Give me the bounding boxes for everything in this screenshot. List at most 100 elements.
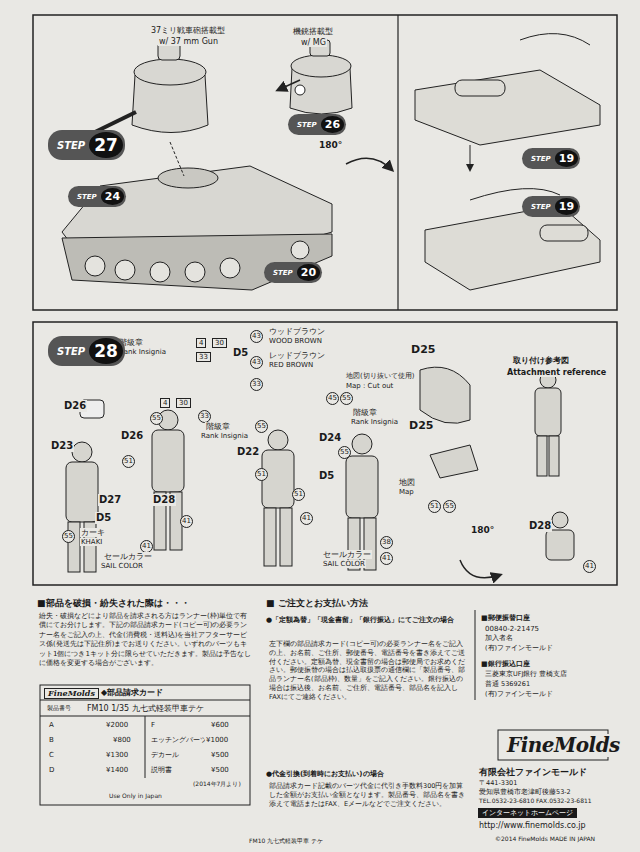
bold-label: D5 — [232, 347, 249, 359]
part-label: Map : Cut out — [345, 382, 394, 390]
part-label: RED BROWN — [268, 361, 314, 369]
step-word: STEP — [273, 269, 293, 277]
step-number: 28 — [89, 338, 123, 364]
step-panel — [33, 15, 617, 310]
part-label: ¥500 — [210, 766, 230, 774]
part-label: Map — [398, 488, 415, 496]
callout-number: 51 — [122, 455, 135, 468]
callout-number: 30 — [212, 338, 227, 348]
bold-label: D22 — [236, 446, 260, 458]
part-label: 階級章 — [205, 422, 231, 431]
callout-number: 33 — [196, 352, 211, 362]
part-label: 37ミリ戦車砲搭載型 — [150, 26, 226, 35]
step-badge: STEP 24 — [68, 186, 126, 207]
step-number: 26 — [321, 116, 344, 133]
callout-number: 41 — [583, 560, 596, 573]
order-card — [40, 685, 250, 805]
note-text: ●「定額為替」「現金書留」「銀行振込」にてご注文の場合 — [265, 616, 472, 625]
part-label: FM10 九七式軽装甲車 テケ — [248, 838, 324, 845]
tank-illustration — [62, 40, 352, 290]
bold-label: ◆部品請求カード — [100, 688, 164, 697]
bold-label: 180° — [470, 525, 495, 535]
step-panel — [33, 322, 617, 585]
callout-number: 41 — [180, 515, 193, 528]
part-label: ¥1000 — [205, 736, 229, 744]
part-label: SAIL COLOR — [100, 562, 144, 570]
callout-number: 33 — [250, 378, 263, 391]
step-word: STEP — [531, 155, 551, 163]
note-text: 左下欄の部品請求カード(コピー可)の必要ランナー名をご記入の上、お名前、ご住所、… — [268, 640, 470, 701]
bold-label: D24 — [318, 432, 342, 444]
part-label: F — [150, 721, 156, 729]
bold-label: ■銀行振込口座 — [480, 660, 531, 668]
part-label: ¥600 — [210, 721, 230, 729]
callout-number: 41 — [380, 552, 393, 565]
part-label: カーキ — [80, 528, 106, 537]
callout-number: 30 — [176, 398, 191, 408]
callout-number: 51 — [428, 500, 441, 513]
bold-label: Attachment reference — [506, 368, 607, 377]
callout-number: 51 — [292, 488, 305, 501]
bold-label: ●代金引換(到着時にお支払い)の場合 — [265, 770, 385, 778]
part-label: FM10 1/35 九七式軽装甲車テケ — [86, 704, 205, 713]
figure-illustration — [66, 367, 574, 572]
part-label: Rank Insignia — [350, 418, 399, 426]
step-number: 24 — [101, 188, 124, 205]
step-badge: STEP27 — [48, 130, 125, 160]
callout-number: 43 — [250, 356, 263, 369]
part-label: レッドブラウン — [268, 351, 326, 360]
heading-bar: インターネットホームページ — [478, 808, 577, 818]
part-label: Use Only in Japan — [108, 793, 163, 800]
part-label: エッチングパーツ — [150, 736, 208, 744]
callout-number: 55 — [340, 392, 353, 405]
part-label: ¥2000 — [105, 721, 129, 729]
part-label: Rank Insignia — [200, 432, 249, 440]
step-word: STEP — [57, 140, 85, 151]
bold-label: D28 — [152, 494, 176, 506]
note-text: 紛失・破損などにより部品を請求される方はランナー(枠)単位で有償にてお分けします… — [38, 612, 252, 669]
bold-label: 有限会社ファインモールド — [478, 767, 588, 777]
part-label: 〒441-3301 — [478, 780, 518, 787]
callout-number: 41 — [300, 512, 313, 525]
step-number: 19 — [555, 150, 578, 167]
step-word: STEP — [297, 121, 317, 129]
bold-label: D26 — [63, 400, 87, 412]
part-label: (有)ファインモールド — [484, 645, 554, 652]
bold-label: D26 — [120, 430, 144, 442]
callout-number: 4 — [160, 398, 170, 408]
part-label: ©2014 FineMolds MADE IN JAPAN — [494, 836, 596, 843]
bold-label: ■部品を破損・紛失された際は・・・ — [36, 598, 191, 608]
part-label: w/ MG — [300, 38, 327, 47]
bold-label: 180° — [318, 140, 343, 150]
callout-number: 45 — [326, 392, 339, 405]
brand-logo: FineMolds — [44, 688, 99, 699]
step-badge: STEP 28 — [48, 336, 125, 366]
bold-label: D28 — [528, 520, 552, 532]
part-label: 製品番号 — [46, 705, 72, 712]
bold-label: D5 — [95, 512, 112, 524]
part-label: A — [48, 721, 55, 729]
step-word: STEP — [77, 193, 97, 201]
part-label: ウッドブラウン — [268, 327, 326, 336]
part-label: 三菱東京UFJ銀行 豊橋支店 — [484, 671, 568, 678]
part-label: 00840-2-21475 — [484, 625, 540, 633]
part-label: ¥1300 — [105, 751, 129, 759]
bold-label: 取り付け参考図 — [512, 356, 570, 365]
bold-label: D25 — [408, 420, 434, 433]
part-label: w/ 37 mm Gun — [158, 37, 219, 46]
part-label: 普通 5369261 — [484, 681, 531, 688]
part-label: 加入者名 — [484, 635, 514, 642]
part-label: セールカラー — [322, 550, 372, 559]
callout-number: 51 — [255, 468, 268, 481]
part-label: (2014年7月より) — [192, 781, 242, 788]
callout-number: 43 — [250, 330, 263, 343]
step-word: STEP — [57, 346, 85, 357]
part-label: C — [48, 751, 55, 759]
step-badge: STEP 19 — [522, 148, 580, 169]
callout-number: 55 — [150, 412, 163, 425]
part-label: ¥1400 — [105, 766, 129, 774]
step-badge: STEP19 — [522, 196, 580, 217]
part-label: WOOD BROWN — [268, 337, 323, 345]
brand-logo: FineMolds — [506, 734, 621, 757]
part-label: 階級章 — [352, 408, 378, 417]
